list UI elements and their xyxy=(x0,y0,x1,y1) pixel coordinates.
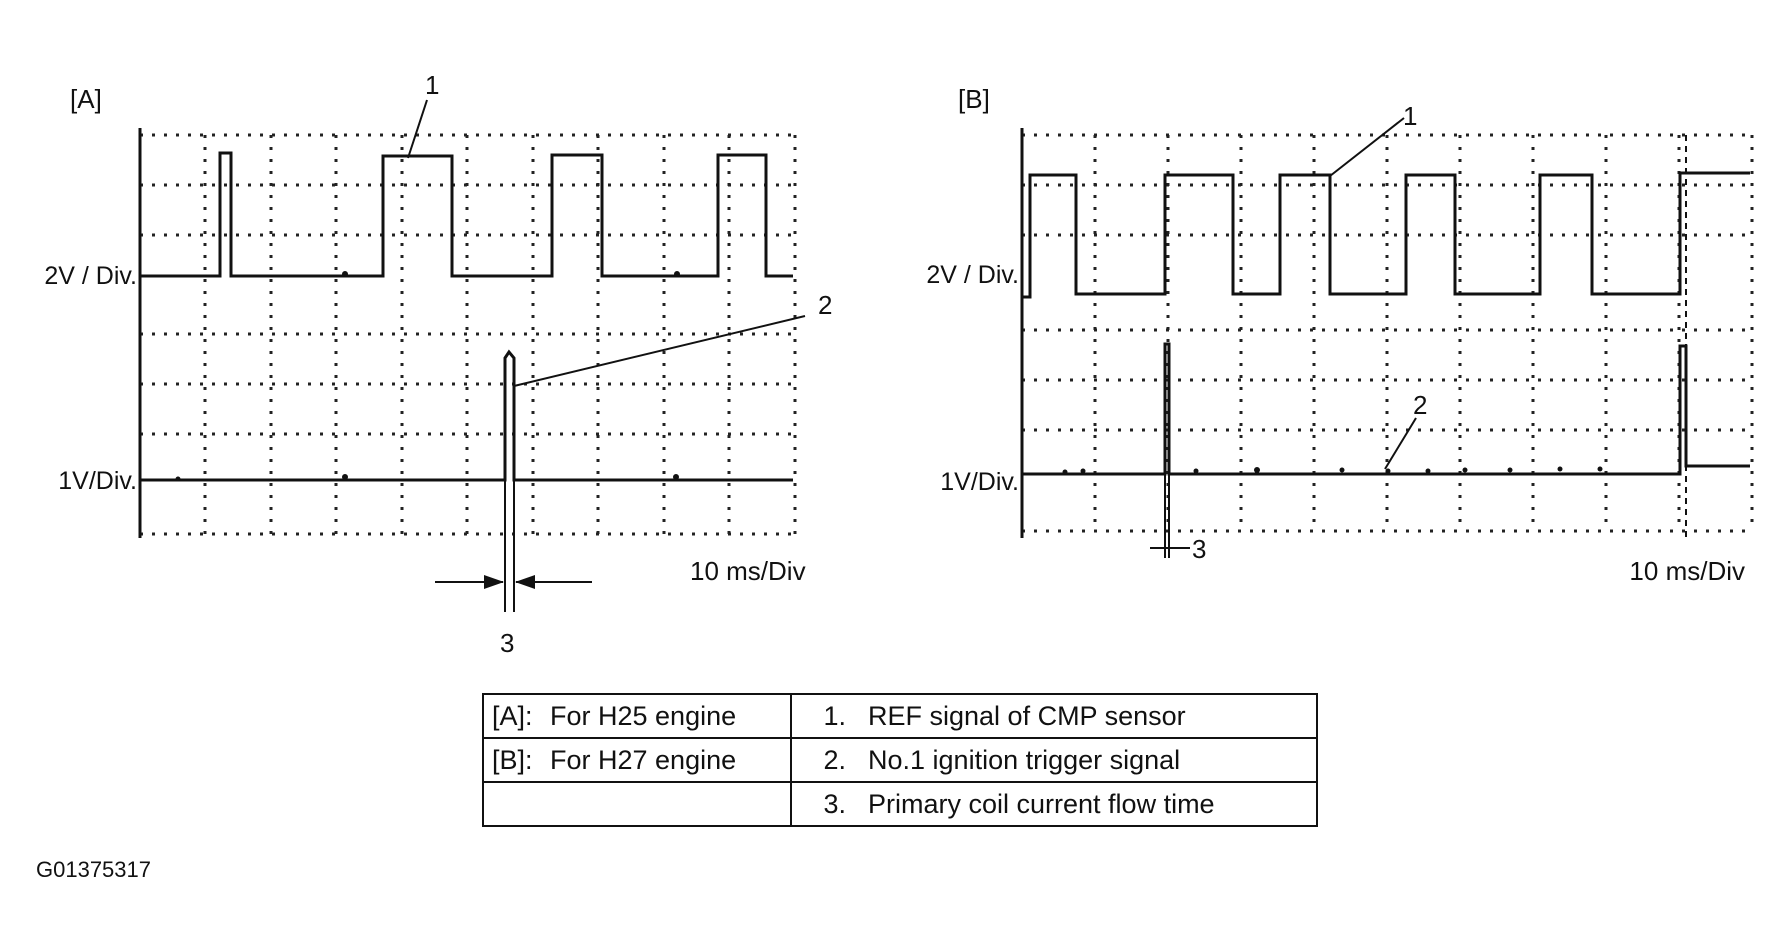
panel-a-callout-3: 3 xyxy=(500,628,514,658)
legend-tag: [A]: xyxy=(492,700,533,731)
legend-engine-cell: [B]: For H27 engine xyxy=(482,737,792,783)
legend-num: 2. xyxy=(823,744,846,775)
legend-num: 3. xyxy=(823,788,846,819)
panel-b-trigger-signal xyxy=(1022,342,1750,476)
legend-desc: Primary coil current flow time xyxy=(868,788,1215,819)
panel-a-ch2-scale: 1V/Div. xyxy=(58,467,137,495)
panel-a-trace-bumps xyxy=(175,271,680,482)
legend-tag: [B]: xyxy=(492,744,533,775)
panel-a-ch1-scale: 2V / Div. xyxy=(44,262,137,290)
legend-table: [A]: For H25 engine 1. REF signal of CMP s… xyxy=(482,693,1318,827)
panel-b-label: [B] xyxy=(958,84,990,114)
legend-engine: For H27 engine xyxy=(550,744,737,775)
panel-b-ref-signal xyxy=(1022,171,1750,299)
panel-b: [B] xyxy=(926,84,1754,586)
legend-engine-cell: [A]: For H25 engine xyxy=(482,693,792,739)
legend-desc-cell: 3. Primary coil current flow time xyxy=(790,781,1318,827)
panel-b-callout-3: 3 xyxy=(1192,534,1206,564)
legend-desc: REF signal of CMP sensor xyxy=(868,700,1186,731)
panel-b-grid xyxy=(1022,133,1754,533)
panel-a-callout-1: 1 xyxy=(425,70,439,100)
panel-a-dwell-marker xyxy=(435,480,592,612)
legend-desc: No.1 ignition trigger signal xyxy=(868,744,1181,775)
panel-b-callout-1: 1 xyxy=(1403,101,1417,131)
panel-a-callout-2-leader xyxy=(513,315,806,387)
legend-engine: For H25 engine xyxy=(550,700,737,731)
legend-engine-cell xyxy=(482,781,792,827)
panel-a-timebase: 10 ms/Div xyxy=(690,556,806,586)
legend-row: 3. Primary coil current flow time xyxy=(482,781,1318,827)
panel-a-ref-signal xyxy=(140,151,793,278)
panel-a: [A] xyxy=(44,70,832,658)
panel-a-label: [A] xyxy=(70,84,102,114)
panel-b-trace-bumps xyxy=(1062,466,1603,475)
panel-b-ch2-scale: 1V/Div. xyxy=(940,468,1019,496)
panel-b-callout-2: 2 xyxy=(1413,390,1427,420)
legend-num: 1. xyxy=(823,700,846,731)
panel-b-callout-1-leader xyxy=(1329,117,1405,177)
legend-desc-cell: 2. No.1 ignition trigger signal xyxy=(790,737,1318,783)
panel-a-grid xyxy=(140,133,797,536)
legend-desc-cell: 1. REF signal of CMP sensor xyxy=(790,693,1318,739)
panel-b-timebase: 10 ms/Div xyxy=(1629,556,1745,586)
panel-b-callout-2-leader xyxy=(1384,417,1417,470)
panel-b-dwell-marker xyxy=(1150,474,1190,558)
legend-row: [A]: For H25 engine 1. REF signal of CMP s… xyxy=(482,693,1318,739)
legend-row: [B]: For H27 engine 2. No.1 ignition trigg… xyxy=(482,737,1318,783)
panel-a-callout-1-leader xyxy=(407,99,428,159)
panel-a-callout-2: 2 xyxy=(818,290,832,320)
figure-id: G01375317 xyxy=(36,857,151,882)
panel-b-ch1-scale: 2V / Div. xyxy=(926,261,1019,289)
